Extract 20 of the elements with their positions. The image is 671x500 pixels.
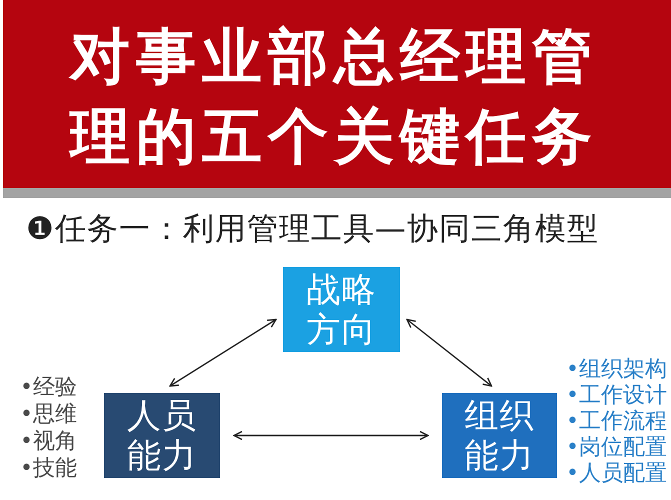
double-arrow [233, 430, 429, 440]
list-item: •技能 [20, 455, 77, 482]
box-label: 组织能力 [464, 396, 536, 476]
box-label: 人员能力 [126, 396, 198, 476]
list-item: •工作流程 [566, 409, 667, 435]
process-box [283, 267, 400, 352]
process-box [104, 393, 220, 478]
subtitle: ❶任务一：利用管理工具—协同三角模型 [26, 210, 599, 249]
list-item: •经验 [20, 374, 77, 401]
double-arrow [406, 318, 492, 387]
list-item: •人员配置 [566, 461, 667, 487]
title: 对事业部总经理管理的五个关键任务 [68, 21, 599, 174]
list-item: •组织架构 [566, 357, 667, 383]
box-label: 战略方向 [306, 270, 378, 350]
list-item: •思维 [20, 401, 77, 428]
list-item: •视角 [20, 428, 77, 455]
list-item: •工作设计 [566, 383, 667, 409]
double-arrow [169, 318, 277, 387]
process-box [442, 393, 557, 478]
list-item: •岗位配置 [566, 435, 667, 461]
